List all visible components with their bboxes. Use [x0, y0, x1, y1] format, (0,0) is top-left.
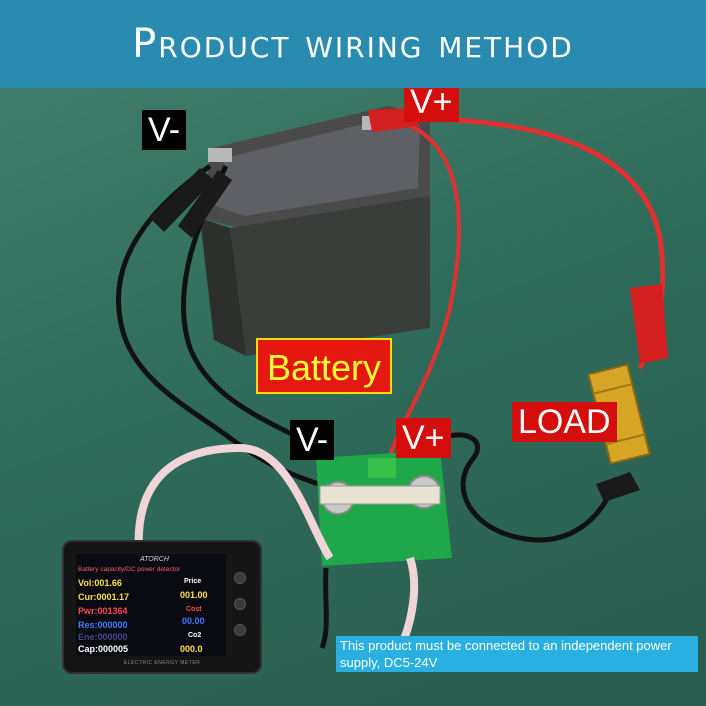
black-clip-2 — [178, 170, 232, 238]
meter-capacity: Cap:000005 — [78, 644, 129, 654]
meter-co2-value: 000.0 — [180, 644, 203, 654]
meter-button-1[interactable] — [234, 572, 246, 584]
v-minus-label-board: V- — [290, 420, 335, 460]
wiring-scene — [116, 106, 668, 650]
battery-body — [230, 196, 430, 356]
meter-power: Pwr:001364 — [78, 606, 128, 616]
meter-screen: ATORCH Battery capacity/DC power detecto… — [76, 554, 226, 656]
meter-brand: ATORCH — [140, 556, 169, 563]
meter-cost-value: 00.00 — [182, 616, 205, 626]
red-clip-2 — [630, 284, 668, 364]
red-wire-load — [391, 115, 666, 370]
usb-cable — [319, 567, 329, 649]
battery-terminal-neg — [208, 148, 232, 162]
meter-voltage: Vol:001.66 — [78, 578, 122, 588]
load-black-wire — [438, 432, 615, 543]
title-banner: Product wiring method — [0, 0, 706, 88]
v-plus-label-board: V+ — [396, 418, 451, 458]
load-label: LOAD — [512, 402, 617, 442]
meter-price-value: 001.00 — [180, 590, 208, 600]
meter-co2-label: Co2 — [188, 632, 202, 639]
v-plus-label-top: V+ — [404, 88, 459, 122]
meter-button-2[interactable] — [234, 598, 246, 610]
power-supply-note: This product must be connected to an ind… — [336, 636, 698, 672]
board-terminal-block — [368, 458, 396, 478]
meter-footer: ELECTRIC ENERGY METER — [123, 660, 201, 666]
ribbon-cable-2 — [396, 556, 419, 650]
meter-current: Cur:0001.17 — [78, 592, 130, 602]
battery-label: Battery — [256, 338, 392, 394]
ribbon-cable-1 — [134, 443, 334, 610]
meter-price-label: Price — [184, 578, 202, 585]
meter-button-3[interactable] — [234, 624, 246, 636]
meter-cost-label: Cost — [186, 606, 202, 613]
meter-header: Battery capacity/DC power detector — [78, 566, 181, 573]
board-bar — [319, 485, 441, 505]
energy-meter: ATORCH Battery capacity/DC power detecto… — [62, 540, 262, 674]
meter-energy: Ene:000000 — [78, 632, 128, 642]
banner-title: Product wiring method — [132, 21, 574, 67]
load-resistor — [587, 363, 651, 465]
black-clip-1 — [150, 168, 214, 232]
battery-top-shine — [215, 120, 420, 216]
v-minus-label-top: V- — [142, 110, 187, 150]
load-black-clip — [596, 472, 640, 502]
battery-side — [200, 218, 246, 356]
meter-resistance: Res:000000 — [78, 620, 128, 630]
